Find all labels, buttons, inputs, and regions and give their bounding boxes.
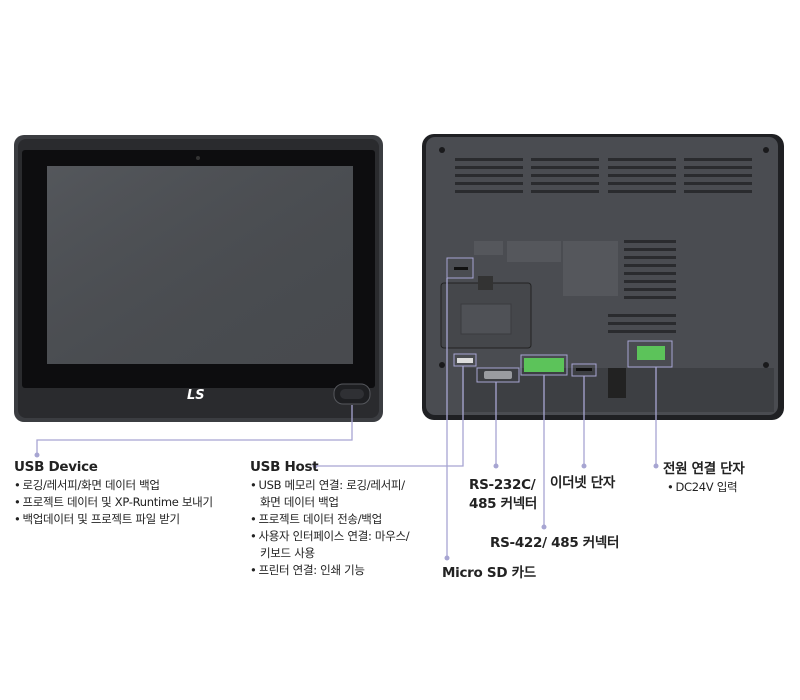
rs232c-title-line2: 485 커넥터 — [469, 496, 538, 512]
ls-logo: LS — [187, 388, 205, 403]
power-title: 전원 연결 단자 — [663, 461, 745, 477]
usb-host-item: USB 메모리 연결: 로깅/레서피/ — [250, 477, 409, 494]
micro-sd-label: Micro SD 카드 — [442, 565, 536, 581]
front-panel — [14, 135, 383, 422]
usb-host-item: 프린터 연결: 인쇄 기능 — [250, 562, 409, 579]
rs232c-title-line1: RS-232C/ — [469, 477, 536, 493]
usb-host-item-cont: 화면 데이터 백업 — [260, 495, 339, 509]
usb-device-label: USB Device 로깅/레서피/화면 데이터 백업 프로젝트 데이터 및 X… — [14, 458, 213, 528]
ethernet-label: 이더넷 단자 — [550, 475, 615, 491]
usb-device-item: 백업데이터 및 프로젝트 파일 받기 — [14, 511, 213, 528]
usb-device-item: 로깅/레서피/화면 데이터 백업 — [14, 477, 213, 494]
usb-host-item-cont: 키보드 사용 — [260, 546, 315, 560]
power-label: 전원 연결 단자 DC24V 입력 — [663, 460, 745, 496]
usb-host-item: 사용자 인터페이스 연결: 마우스/ — [250, 528, 409, 545]
leader-lines — [36, 278, 657, 558]
rs422-label: RS-422/ 485 커넥터 — [490, 535, 620, 551]
usb-host-item: 프로젝트 데이터 전송/백업 — [250, 511, 409, 528]
back-panel — [422, 134, 784, 420]
usb-host-title: USB Host — [250, 459, 319, 475]
power-item: DC24V 입력 — [663, 479, 745, 496]
usb-device-title: USB Device — [14, 459, 98, 475]
usb-device-item: 프로젝트 데이터 및 XP-Runtime 보내기 — [14, 494, 213, 511]
usb-host-label: USB Host USB 메모리 연결: 로깅/레서피/ 화면 데이터 백업 프… — [250, 458, 410, 579]
rs232c-label: RS-232C/ 485 커넥터 — [469, 476, 537, 514]
